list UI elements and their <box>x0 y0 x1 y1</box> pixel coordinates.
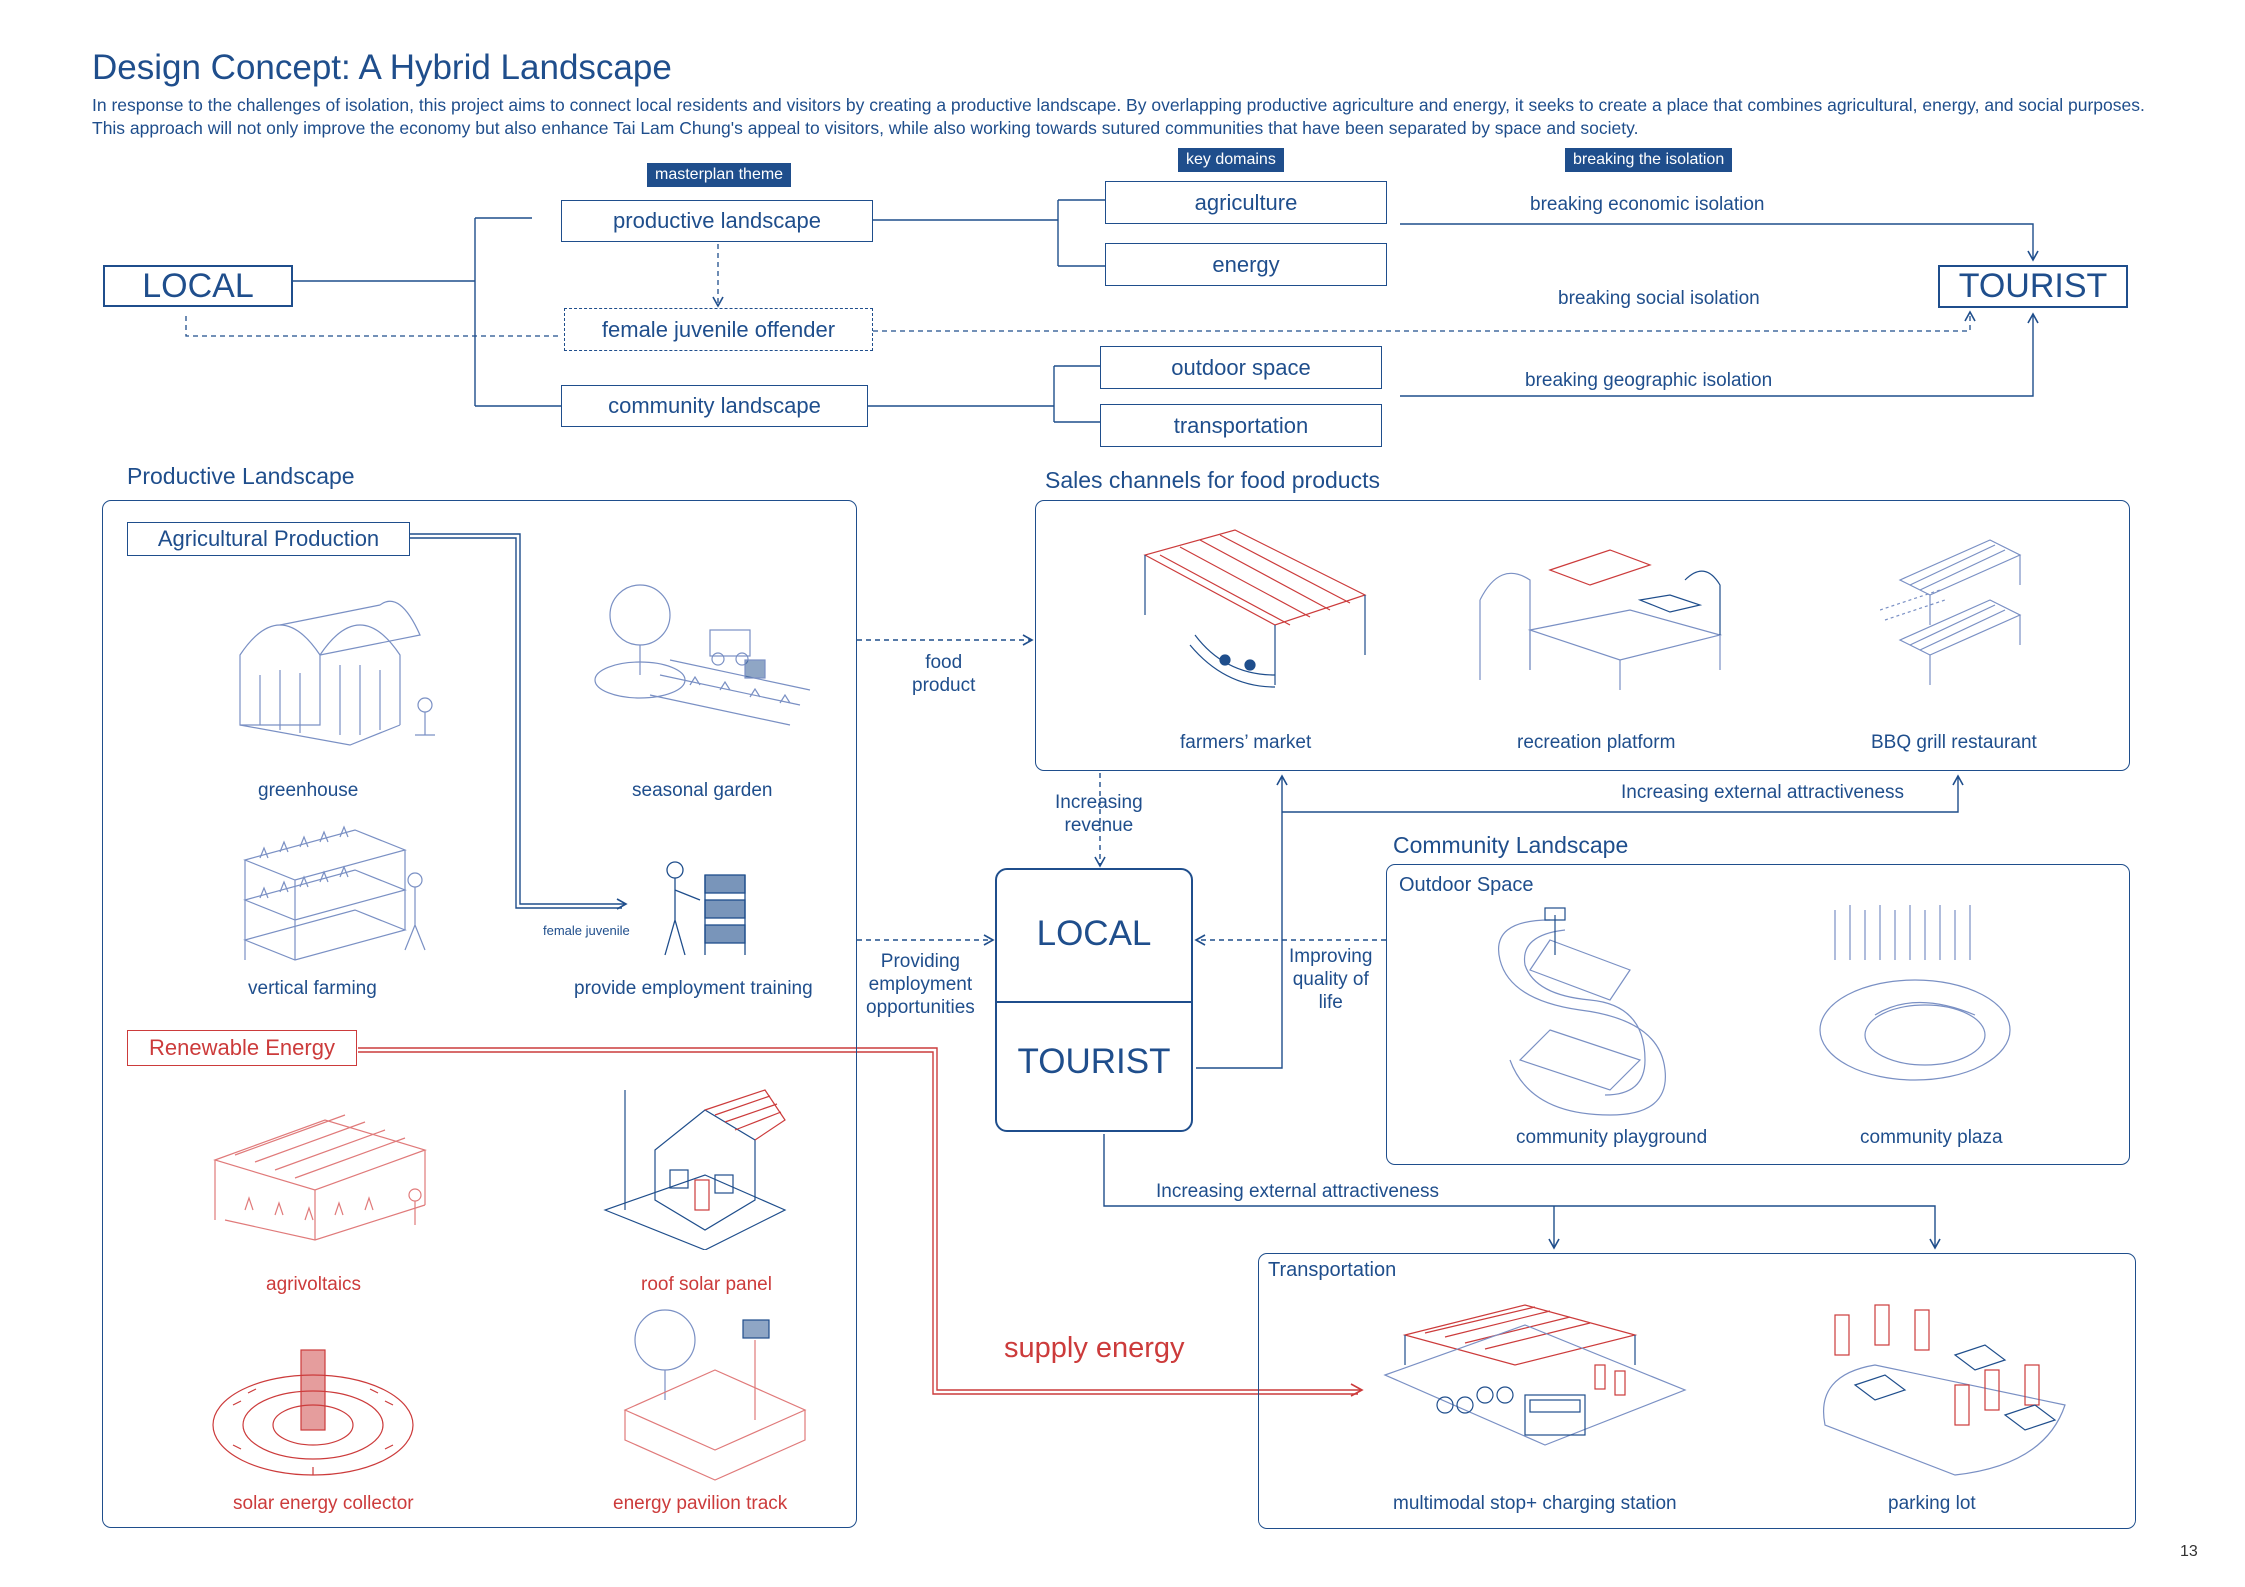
domain-transportation: transportation <box>1100 404 1382 447</box>
caption-farmers-market: farmers’ market <box>1180 732 1312 753</box>
community-panel <box>1386 864 2130 1165</box>
section-productive-landscape: Productive Landscape <box>127 463 355 489</box>
energy-pavilion-track-illustration <box>623 1309 807 1481</box>
solar-energy-collector-illustration <box>212 1349 414 1476</box>
multimodal-stop-illustration <box>1383 1304 1687 1446</box>
hub-divider <box>997 1001 1191 1003</box>
domain-outdoor-space: outdoor space <box>1100 346 1382 389</box>
caption-energy-pavilion-track: energy pavilion track <box>613 1493 788 1514</box>
label-female-juvenile: female juvenile <box>543 923 630 938</box>
parking-lot-illustration <box>1823 1304 2066 1476</box>
community-plaza-illustration <box>1819 905 2011 1081</box>
label-social-isolation: breaking social isolation <box>1558 288 1760 309</box>
caption-roof-solar-panel: roof solar panel <box>641 1274 772 1295</box>
label-providing-employment: Providing employment opportunities <box>866 951 975 1018</box>
concept-tourist: TOURIST <box>1938 265 2128 308</box>
intro-paragraph: In response to the challenges of isolati… <box>92 95 2145 138</box>
concept-community-landscape: community landscape <box>561 385 868 427</box>
greenhouse-illustration <box>239 600 435 746</box>
vertical-farming-illustration <box>243 825 426 961</box>
label-geographic-isolation: breaking geographic isolation <box>1525 370 1773 391</box>
caption-community-plaza: community plaza <box>1860 1127 2003 1148</box>
agricultural-production-label: Agricultural Production <box>127 522 410 556</box>
domain-energy: energy <box>1105 243 1387 286</box>
caption-greenhouse: greenhouse <box>258 780 359 801</box>
label-improving-quality: Improving quality of life <box>1289 946 1373 1013</box>
bbq-restaurant-illustration <box>1880 539 2022 685</box>
domain-agriculture: agriculture <box>1105 181 1387 224</box>
page-number: 13 <box>2180 1543 2198 1560</box>
hub-local: LOCAL <box>1036 914 1152 953</box>
seasonal-garden-illustration <box>594 584 811 726</box>
section-sales-channels: Sales channels for food products <box>1045 467 1380 493</box>
page-title: Design Concept: A Hybrid Landscape <box>92 48 672 87</box>
subsection-transportation: Transportation <box>1268 1259 1397 1281</box>
hub-tourist: TOURIST <box>1017 1042 1171 1081</box>
renewable-energy-label: Renewable Energy <box>127 1030 357 1066</box>
concept-productive-landscape: productive landscape <box>561 200 873 242</box>
sales-panel <box>1035 500 2130 771</box>
label-external-attractiveness-top: Increasing external attractiveness <box>1621 782 1905 803</box>
local-tourist-hub: LOCAL TOURIST <box>995 868 1193 1132</box>
employment-training-illustration <box>664 861 746 956</box>
productive-panel <box>102 500 857 1528</box>
caption-seasonal-garden: seasonal garden <box>632 780 773 801</box>
caption-recreation-platform: recreation platform <box>1517 732 1676 753</box>
concept-female-juvenile-offender: female juvenile offender <box>564 308 873 351</box>
caption-community-playground: community playground <box>1516 1127 1708 1148</box>
agrivoltaics-illustration <box>213 1114 427 1241</box>
caption-parking-lot: parking lot <box>1888 1493 1976 1514</box>
label-supply-energy: supply energy <box>1004 1332 1185 1364</box>
recreation-platform-illustration <box>1479 549 1723 690</box>
caption-agrivoltaics: agrivoltaics <box>266 1274 362 1295</box>
label-food-product: food product <box>912 652 976 696</box>
caption-multimodal-stop: multimodal stop+ charging station <box>1393 1493 1677 1514</box>
label-economic-isolation: breaking economic isolation <box>1530 194 1765 215</box>
roof-solar-panel-illustration <box>603 1089 787 1250</box>
section-community-landscape: Community Landscape <box>1393 832 1629 858</box>
community-playground-illustration <box>1498 907 1666 1116</box>
farmers-market-illustration <box>1143 529 1367 688</box>
concept-local: LOCAL <box>103 265 293 307</box>
label-increasing-revenue: Increasing revenue <box>1055 792 1143 836</box>
caption-solar-energy-collector: solar energy collector <box>233 1493 414 1514</box>
tag-breaking-isolation: breaking the isolation <box>1565 148 1733 172</box>
tag-key-domains: key domains <box>1178 148 1284 172</box>
caption-employment-training: provide employment training <box>574 978 813 999</box>
caption-bbq-restaurant: BBQ grill restaurant <box>1871 732 2037 753</box>
tag-masterplan-theme: masterplan theme <box>647 163 792 187</box>
subsection-outdoor-space: Outdoor Space <box>1399 874 1534 896</box>
caption-vertical-farming: vertical farming <box>248 978 377 999</box>
transportation-panel <box>1258 1253 2136 1529</box>
label-external-attractiveness-bottom: Increasing external attractiveness <box>1156 1181 1440 1202</box>
